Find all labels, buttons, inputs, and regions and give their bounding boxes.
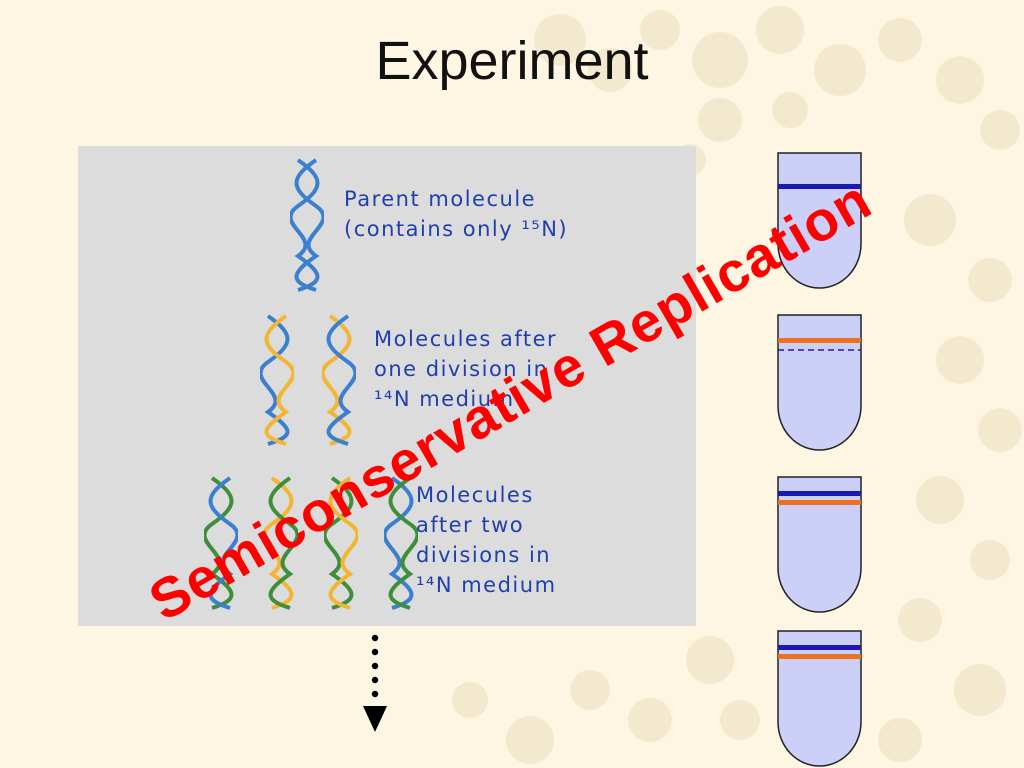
second-division-label: Molecules after two divisions in ¹⁴N med… [416,483,557,597]
centrifuge-tube-3 [777,476,862,613]
first-generation-dna-helix-icon [260,314,294,446]
light-dna-band [778,654,861,659]
first-division-label: Molecules after one division in ¹⁴N medi… [374,327,558,411]
replication-diagram-panel: Parent molecule (contains only ¹⁵N) Mole… [78,146,696,626]
heavy-dna-band [778,491,861,496]
second-generation-dna-helix-icon [384,476,418,610]
second-generation-dna-helix-icon [204,476,238,610]
slide-title: Experiment [375,31,649,91]
intermediate-dna-band [778,338,861,343]
light-dna-band [778,500,861,505]
centrifuge-tube-2 [777,314,862,451]
centrifuge-tube-1 [777,152,862,289]
first-generation-dna-helix-icon [322,314,356,446]
second-generation-dna-helix-icon [264,476,298,610]
heavy-dna-band [778,645,861,650]
heavy-dna-band [778,184,861,189]
parent-molecule-label: Parent molecule (contains only ¹⁵N) [344,187,569,241]
second-generation-dna-helix-icon [324,476,358,610]
centrifuge-tubes [777,152,862,767]
continuation-arrow-icon [363,634,387,732]
centrifuge-tube-4 [777,630,862,767]
parent-dna-helix-icon [290,158,324,292]
